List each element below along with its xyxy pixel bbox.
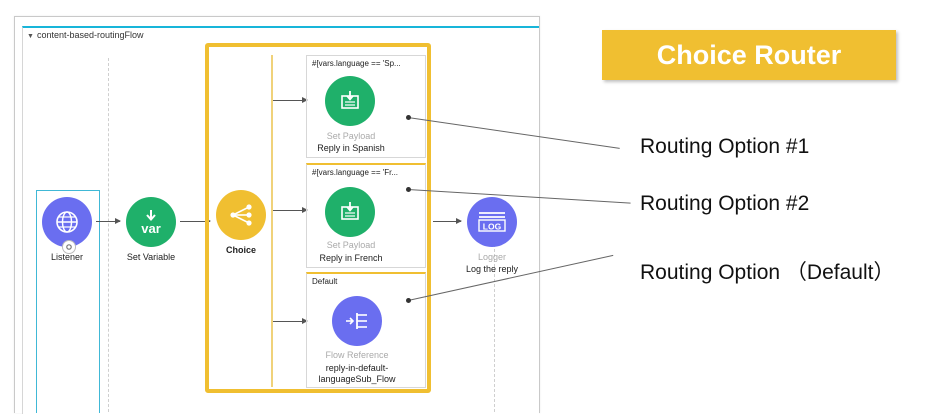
logger-label: Log the reply — [465, 264, 519, 274]
route-1-set-payload-node[interactable] — [325, 76, 375, 126]
arrow-to-route-default — [273, 318, 308, 324]
route-default-flow-reference-node[interactable] — [332, 296, 382, 346]
route-default-label-line2: languageSub_Flow — [318, 374, 396, 384]
globe-icon — [56, 211, 78, 233]
callout-dot-1 — [405, 114, 411, 120]
arrow-to-route-1 — [273, 97, 308, 103]
route-default-box[interactable]: Default — [306, 272, 426, 388]
route-default-label-line1: reply-in-default- — [325, 363, 389, 373]
route-1-expression: #[vars.language == 'Sp... — [312, 59, 401, 68]
log-icon-text: LOG — [483, 222, 502, 232]
choice-label: Choice — [225, 245, 256, 255]
var-icon-text: var — [141, 220, 161, 236]
flow-title-text: content-based-routingFlow — [36, 30, 144, 40]
callout-routing-option-default: Routing Option （Default） — [640, 261, 895, 284]
choice-node[interactable] — [216, 190, 266, 240]
route-2-component-type: Set Payload — [326, 240, 376, 250]
set-payload-icon — [341, 91, 359, 109]
fork-icon — [230, 204, 252, 226]
listener-label: Listener — [50, 252, 84, 262]
route-default-expression: Default — [312, 277, 338, 286]
arrow-to-route-2 — [273, 207, 308, 213]
collapse-triangle-icon[interactable]: ▼ — [27, 33, 34, 40]
callout-dot-default — [405, 297, 411, 303]
flow-reference-icon — [346, 313, 367, 329]
callout-routing-option-1: Routing Option #1 — [640, 135, 810, 158]
arrow-router-to-logger — [433, 218, 462, 224]
listener-node[interactable] — [42, 197, 92, 247]
connector-glyph — [66, 244, 72, 250]
route-2-label: Reply in French — [319, 253, 383, 263]
set-payload-icon — [341, 202, 359, 220]
listener-connector-icon — [62, 240, 76, 254]
route-1-label: Reply in Spanish — [317, 143, 385, 153]
router-branch-line — [271, 55, 273, 387]
arrow-listener-to-set-variable — [96, 218, 121, 224]
download-arrow-icon — [146, 209, 156, 221]
route-1-component-type: Set Payload — [326, 131, 376, 141]
choice-router-box[interactable] — [205, 43, 431, 393]
logger-component-type: Logger — [477, 252, 507, 262]
set-variable-node[interactable]: var — [126, 197, 176, 247]
divider-logger — [494, 234, 495, 412]
divider-source-process — [108, 58, 109, 412]
route-2-box[interactable]: #[vars.language == 'Fr... — [306, 163, 426, 268]
callout-dot-2 — [405, 186, 411, 192]
callout-routing-option-2: Routing Option #2 — [640, 192, 810, 215]
flow-title[interactable]: ▼content-based-routingFlow — [27, 30, 144, 40]
route-1-box[interactable]: #[vars.language == 'Sp... — [306, 55, 426, 158]
route-2-expression: #[vars.language == 'Fr... — [312, 168, 399, 177]
source-area — [36, 190, 100, 413]
log-icon: LOG — [478, 212, 506, 232]
choice-router-title-badge: Choice Router — [602, 30, 896, 80]
route-2-set-payload-node[interactable] — [325, 187, 375, 237]
set-variable-label: Set Variable — [126, 252, 176, 262]
logger-node[interactable]: LOG — [467, 197, 517, 247]
route-default-component-type: Flow Reference — [325, 350, 389, 360]
